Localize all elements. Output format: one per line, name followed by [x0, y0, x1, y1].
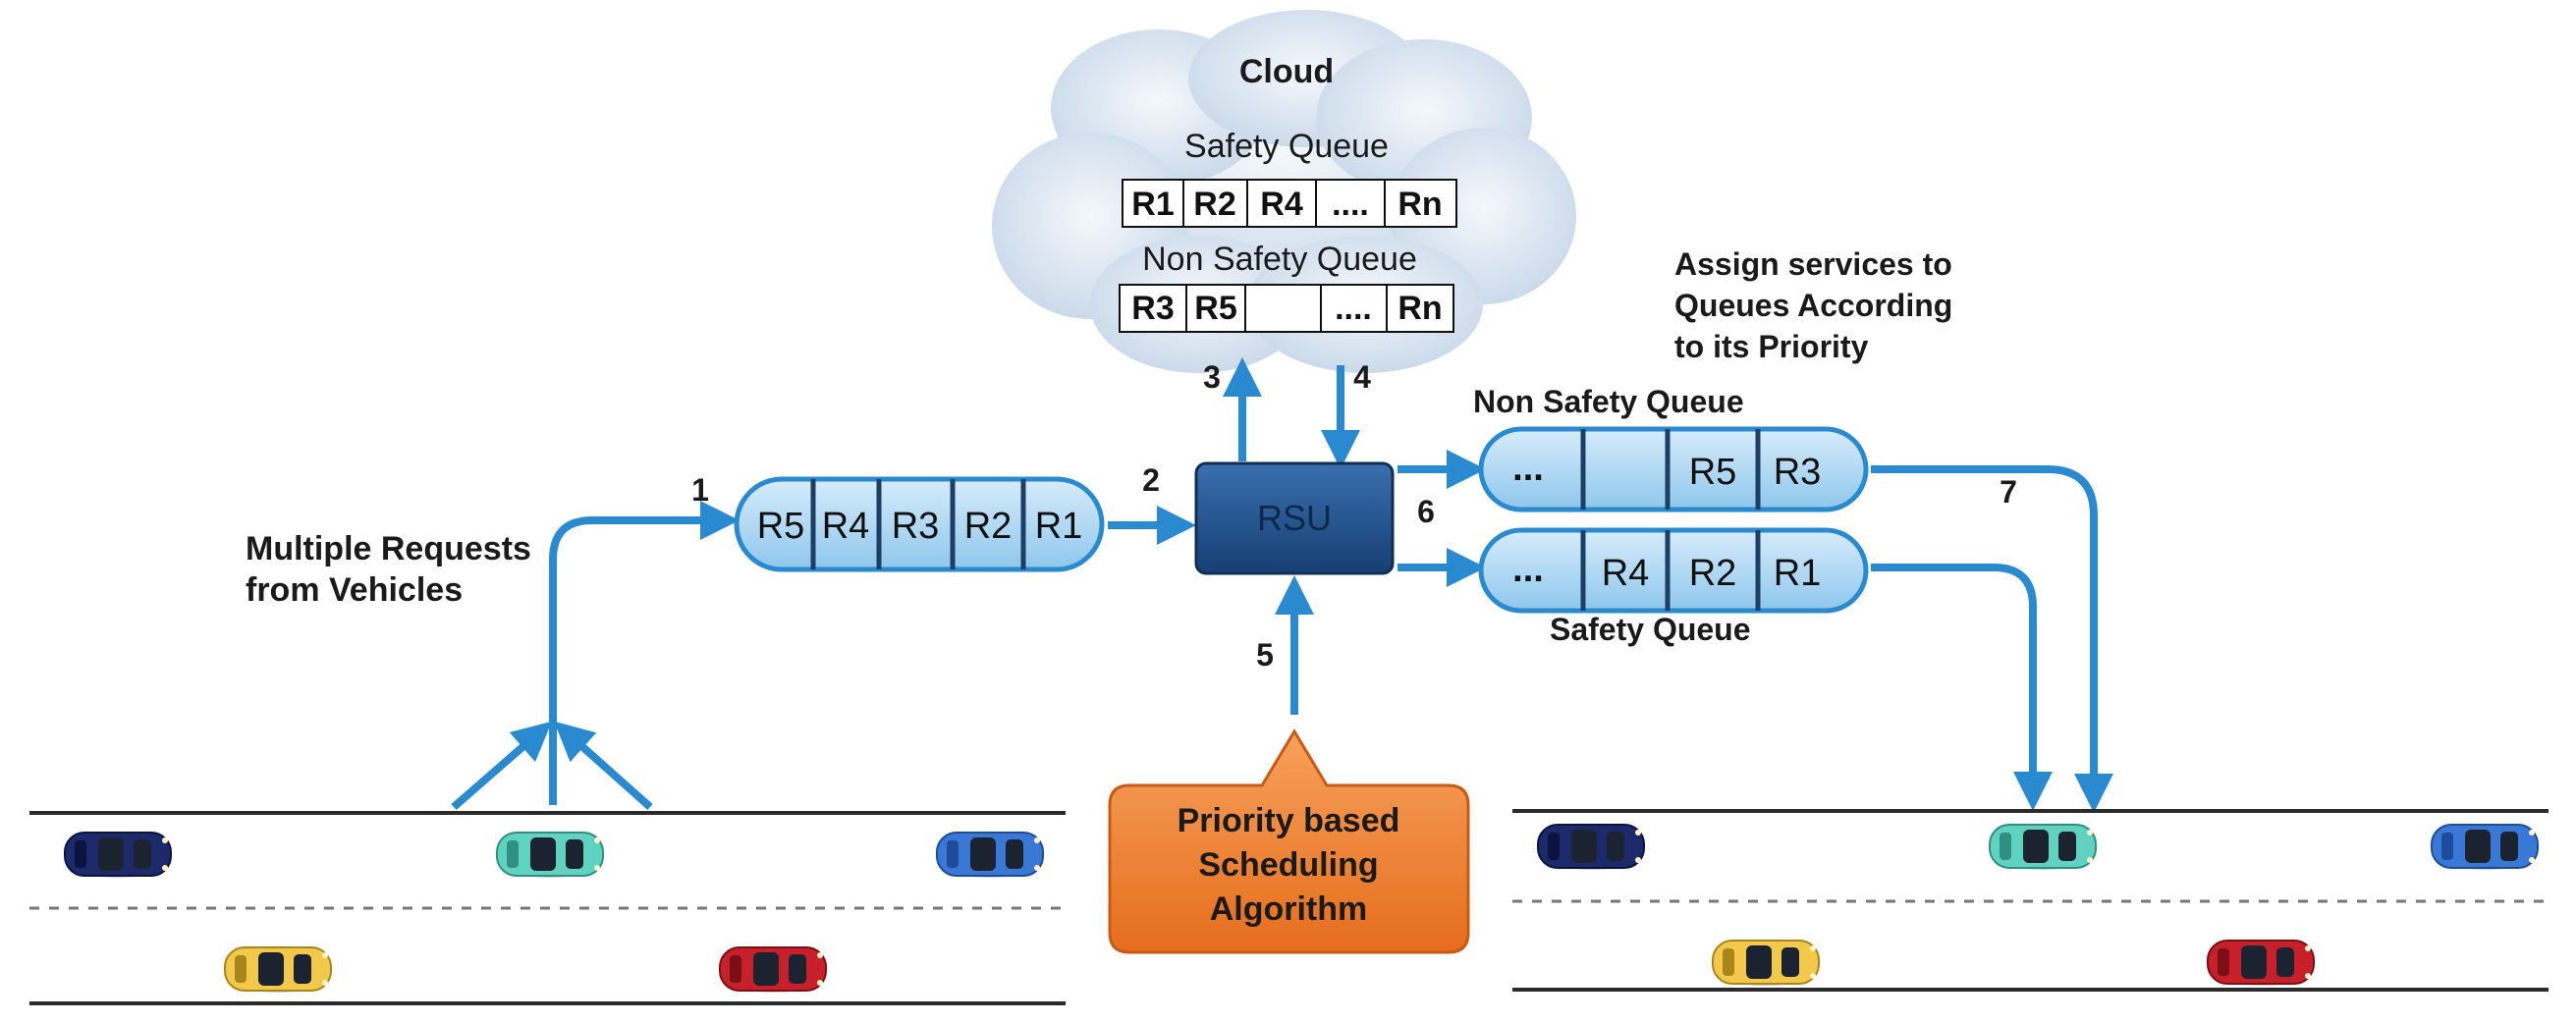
right-road	[1512, 809, 2549, 992]
step-number: 6	[1417, 494, 1435, 529]
non-safety-queue-cell: ...	[1512, 448, 1544, 489]
algorithm-line2: Scheduling	[1198, 846, 1378, 884]
cloud-title: Cloud	[1239, 53, 1334, 90]
cloud-safety-cell: R1	[1131, 186, 1174, 223]
navy-car-icon	[1537, 824, 1645, 870]
step-number: 5	[1256, 637, 1274, 673]
non-safety-queue-label: Non Safety Queue	[1473, 384, 1744, 419]
cloud-non-safety-queue-label: Non Safety Queue	[1142, 241, 1417, 278]
connectors	[451, 357, 2113, 813]
non-safety-queue-cell: R5	[1689, 452, 1737, 493]
teal-car-icon	[496, 832, 604, 878]
cloud-non-safety-cell: ....	[1335, 290, 1372, 327]
red-car-icon	[719, 946, 827, 993]
step-number: 4	[1353, 359, 1371, 395]
cloud-safety-cell: Rn	[1398, 186, 1442, 223]
teal-car-icon	[1989, 824, 2097, 870]
arrow-vehicle-left	[451, 721, 553, 811]
incoming-queue-cell: R2	[964, 506, 1013, 547]
safety-queue: ... R4 R2 R1	[1478, 527, 1869, 614]
rsu-label: RSU	[1257, 498, 1332, 538]
incoming-queue-cell: R5	[757, 506, 805, 547]
assign-note-line3: to its Priority	[1674, 329, 1869, 364]
cloud-safety-cell: R2	[1193, 186, 1235, 223]
non-safety-queue-cell: R3	[1774, 452, 1822, 493]
algorithm-line3: Algorithm	[1210, 890, 1368, 928]
navy-car-icon	[64, 832, 172, 878]
incoming-queue-cell: R3	[892, 506, 940, 547]
step-number: 2	[1142, 462, 1160, 498]
incoming-label-line2: from Vehicles	[246, 571, 463, 609]
safety-queue-cell: R4	[1602, 553, 1650, 594]
cloud-non-safety-queue: R3 R5 .... Rn	[1119, 284, 1454, 333]
blue-car-icon	[2431, 824, 2539, 870]
assign-note-line2: Queues According	[1674, 288, 1952, 323]
incoming-queue-cell: R4	[822, 506, 870, 547]
algorithm-line1: Priority based	[1178, 802, 1400, 839]
step-number: 3	[1203, 359, 1221, 395]
safety-queue-cell: R2	[1689, 553, 1737, 594]
left-road	[29, 811, 1066, 1005]
cloud-safety-queue: R1 R2 R4 .... Rn	[1122, 179, 1457, 228]
safety-queue-cell: R1	[1774, 553, 1822, 594]
assign-note-line1: Assign services to	[1674, 246, 1952, 282]
cloud: Cloud Safety Queue R1 R2 R4 .... Rn Non …	[992, 10, 1576, 373]
incoming-queue: R5 R4 R3 R2 R1	[734, 476, 1105, 572]
non-safety-queue: ... R5 R3	[1478, 426, 1869, 512]
yellow-car-icon	[224, 946, 332, 993]
safety-queue-cell: ...	[1512, 549, 1544, 590]
incoming-label-line1: Multiple Requests	[246, 530, 531, 567]
rsu-box: RSU	[1194, 461, 1395, 575]
cloud-safety-cell: R4	[1260, 186, 1303, 223]
red-car-icon	[2207, 940, 2315, 986]
blue-car-icon	[936, 832, 1044, 878]
cloud-safety-queue-label: Safety Queue	[1184, 128, 1389, 165]
safety-queue-label: Safety Queue	[1550, 612, 1751, 647]
cloud-non-safety-cell: Rn	[1398, 290, 1442, 327]
cloud-non-safety-cell: R5	[1194, 290, 1236, 327]
arrow-safety-to-vehicle	[1871, 564, 2053, 811]
algorithm-callout: Priority based Scheduling Algorithm	[1108, 728, 1470, 954]
cloud-non-safety-cell: R3	[1131, 290, 1174, 327]
cloud-safety-cell: ....	[1332, 186, 1369, 223]
arrow-non-safety-to-vehicle	[1871, 465, 2113, 813]
step-number: 7	[2000, 474, 2017, 510]
vehicles	[64, 824, 2539, 993]
step-number: 1	[691, 472, 709, 508]
incoming-queue-cell: R1	[1035, 506, 1083, 547]
arrow-vehicle-right	[554, 721, 653, 810]
yellow-car-icon	[1712, 940, 1820, 986]
arrow-vehicles-to-queue	[549, 501, 740, 805]
